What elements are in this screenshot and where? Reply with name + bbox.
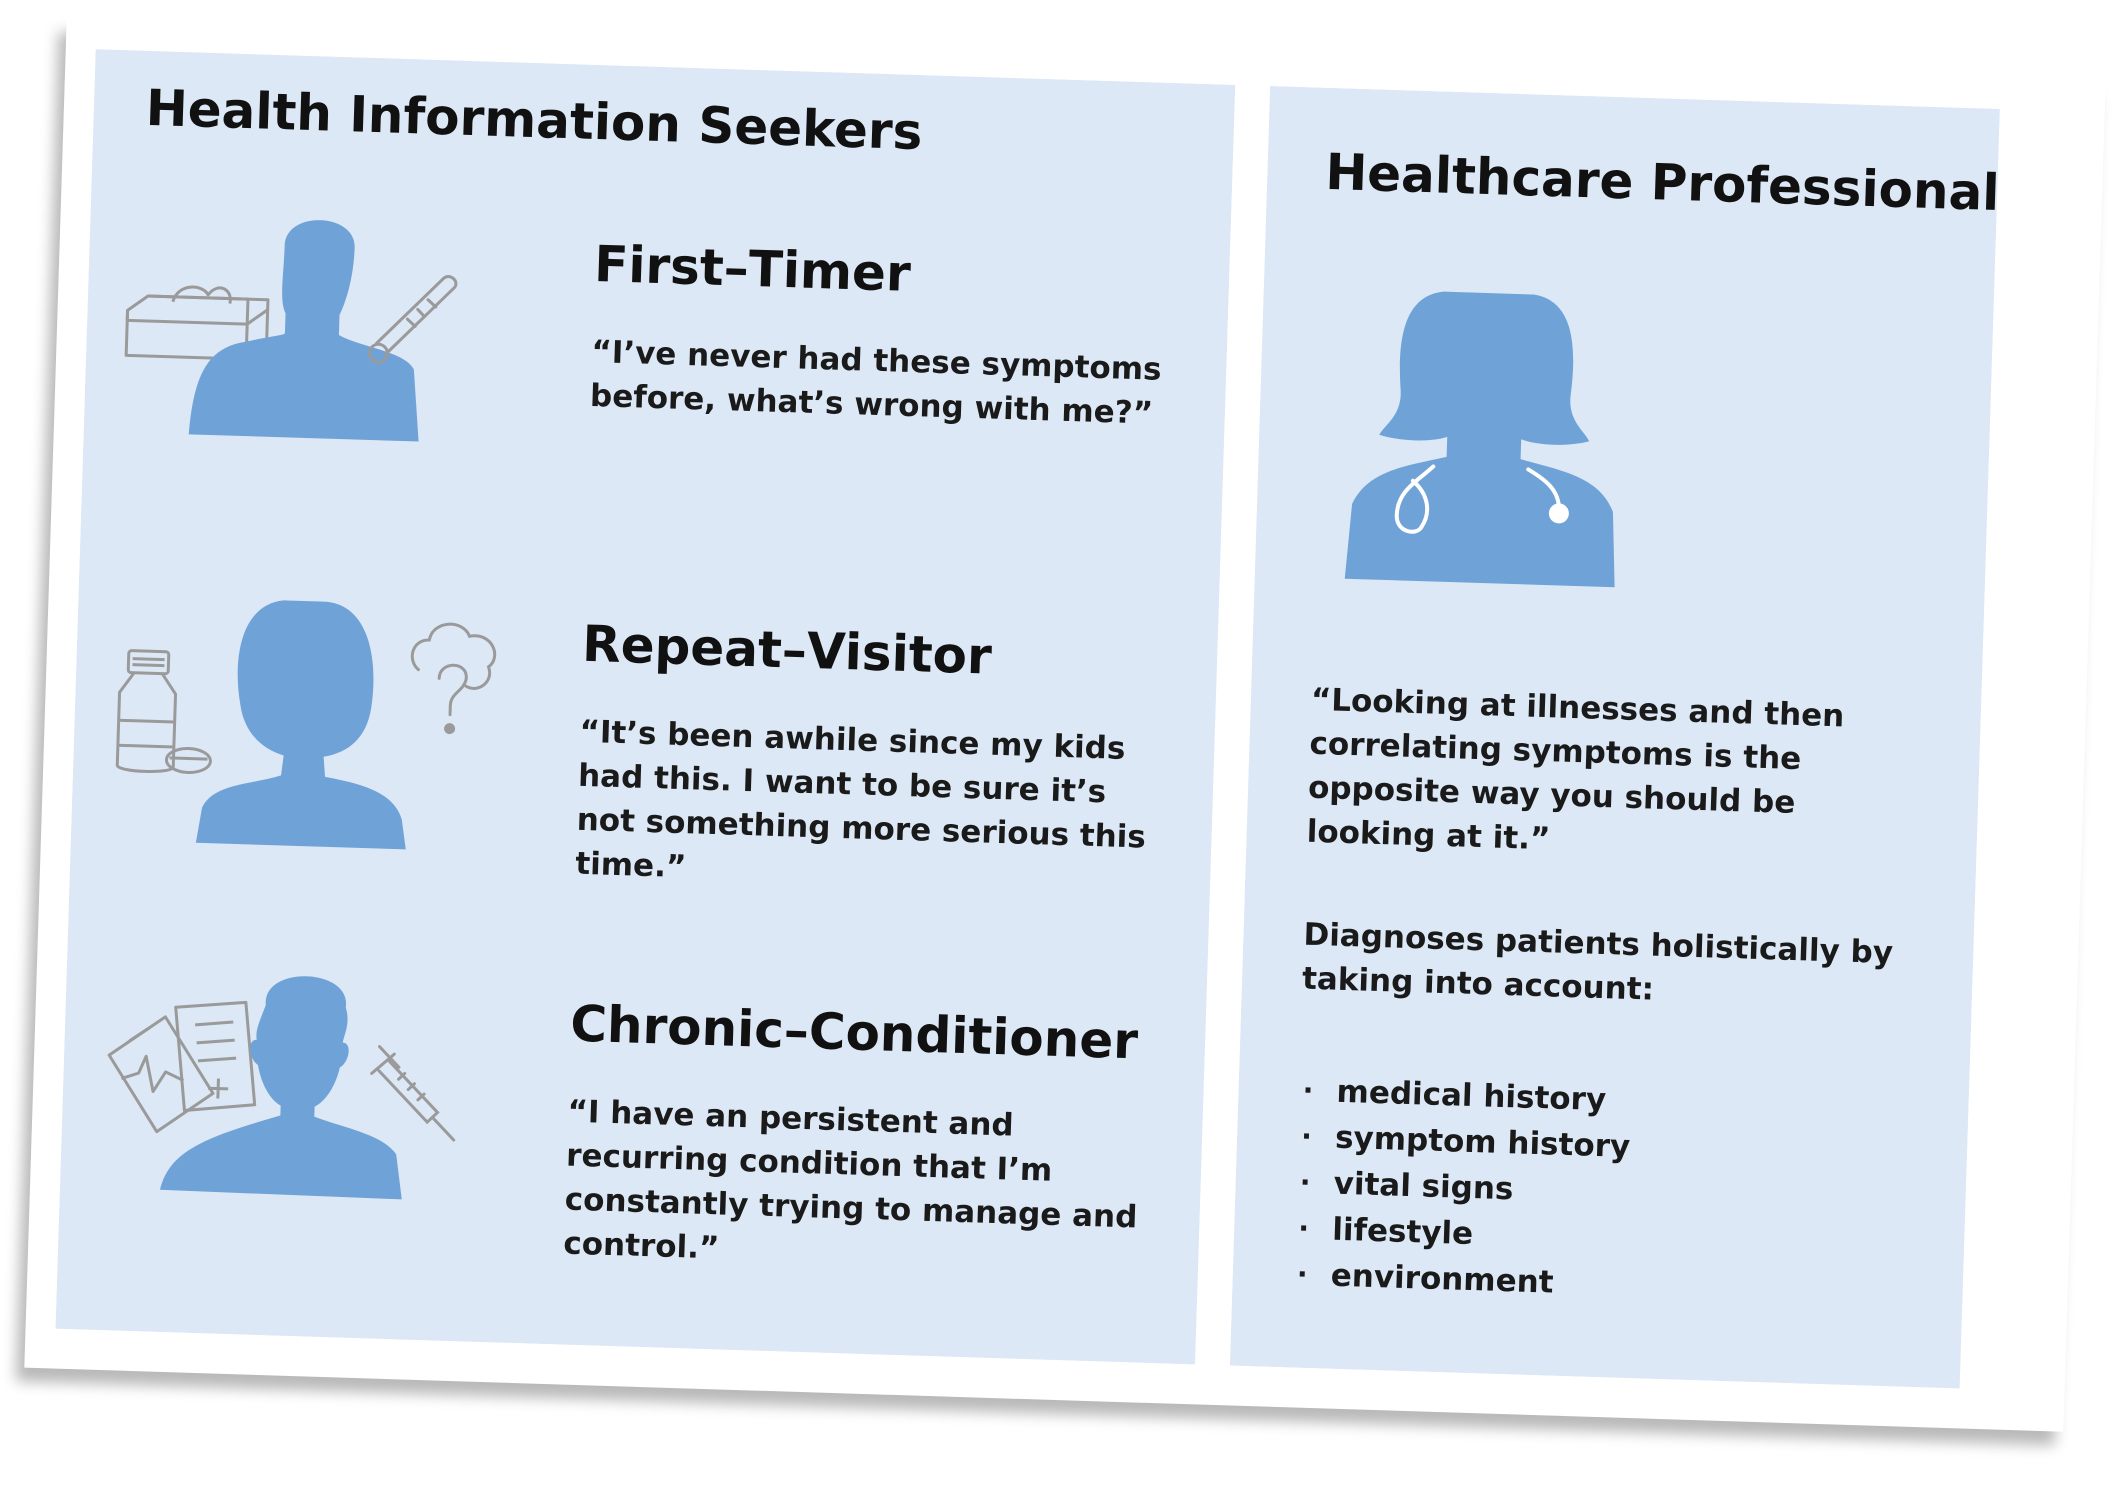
person-silhouette-icon [188, 220, 419, 442]
thermometer-icon [367, 275, 458, 364]
bullet-icon: · [1300, 1119, 1313, 1153]
persona-illustration [112, 200, 521, 512]
health-information-seekers-panel: Health Information Seekers [55, 49, 1236, 1365]
panel-title: Health Information Seekers [145, 78, 924, 162]
doctor-illustration [1324, 278, 1674, 619]
persona-title: Repeat–Visitor [581, 614, 993, 686]
bullet-icon: · [1302, 1073, 1314, 1107]
healthcare-professional-panel: Healthcare Professional “Looking at illn… [1229, 86, 2001, 1389]
infographic-card: Health Information Seekers [24, 18, 2106, 1432]
persona-illustration [88, 960, 497, 1272]
panel-title: Healthcare Professional [1324, 142, 2001, 223]
diagnosis-factors-list: ·medical history ·symptom history ·vital… [1292, 1068, 1632, 1308]
persona-quote: “I’ve never had these symptoms before, w… [589, 333, 1163, 432]
bullet-icon: · [1296, 1257, 1309, 1291]
thought-bubble-question-icon [410, 622, 497, 735]
persona-quote: “It’s been awhile since my kids had this… [574, 713, 1147, 886]
syringe-icon [370, 1045, 456, 1142]
medicine-bottle-icon [115, 649, 212, 774]
medical-chart-icon [107, 1000, 257, 1134]
doctor-silhouette-icon [1344, 291, 1615, 588]
bullet-icon: · [1299, 1165, 1311, 1199]
list-item: ·environment [1292, 1251, 1626, 1307]
persona-first-timer: First–Timer “I’ve never had these sympto… [80, 199, 1230, 575]
persona-repeat-visitor: Repeat–Visitor “It’s been awhile since m… [68, 579, 1218, 955]
person-silhouette-icon [159, 976, 402, 1200]
persona-chronic-conditioner: Chronic–Conditioner “I have an persisten… [56, 959, 1206, 1335]
persona-illustration [100, 580, 509, 892]
professional-intro: Diagnoses patients holistically by takin… [1301, 916, 1894, 1008]
bullet-icon: · [1297, 1211, 1310, 1245]
persona-title: First–Timer [593, 235, 912, 303]
professional-quote: “Looking at illnesses and then correlati… [1306, 681, 1845, 858]
persona-title: Chronic–Conditioner [569, 994, 1139, 1071]
persona-quote: “I have an persistent and recurring cond… [562, 1093, 1138, 1267]
stethoscope-chestpiece-icon [1548, 503, 1569, 524]
woman-silhouette-icon [195, 600, 406, 850]
